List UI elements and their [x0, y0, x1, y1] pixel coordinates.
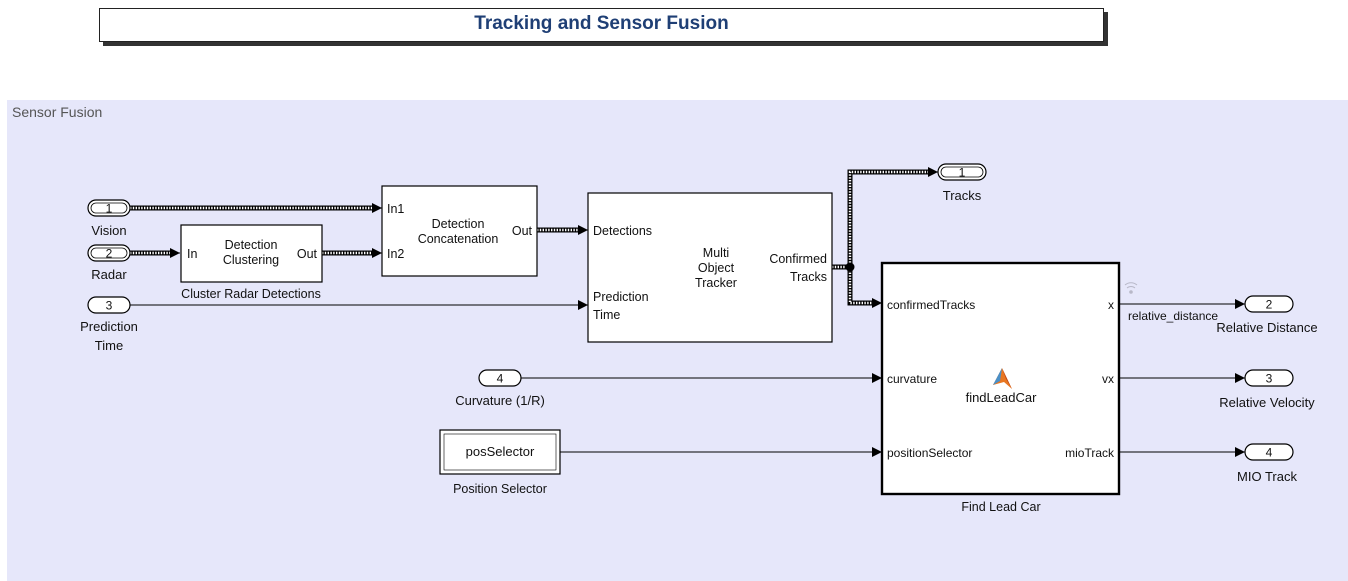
port-label: x — [1108, 298, 1114, 312]
port-label: Confirmed — [769, 252, 827, 266]
inport-label: Radar — [91, 267, 127, 282]
port-label: In — [187, 247, 197, 261]
block-name: Multi — [703, 246, 729, 260]
block-caption: Position Selector — [453, 482, 547, 496]
outport-relative-velocity[interactable]: 3 Relative Velocity — [1219, 369, 1315, 410]
inport-number: 2 — [106, 247, 113, 261]
inport-prediction-time[interactable]: 3 Prediction Time — [80, 296, 138, 353]
outport-relative-distance[interactable]: 2 Relative Distance — [1216, 295, 1318, 335]
multi-object-tracker-block[interactable]: Detections Prediction Time Confirmed Tra… — [587, 192, 833, 343]
port-label: vx — [1102, 372, 1114, 386]
port-label: Out — [512, 224, 533, 238]
diagram-title: Tracking and Sensor Fusion — [474, 13, 729, 34]
port-label: Time — [593, 308, 620, 322]
inport-radar[interactable]: 2 Radar — [87, 244, 131, 282]
detection-clustering-block[interactable]: In Out Detection Clustering Cluster Rada… — [180, 224, 323, 301]
port-label: Out — [297, 247, 318, 261]
port-label: Tracks — [790, 270, 827, 284]
block-caption: Find Lead Car — [961, 500, 1040, 514]
confirmed-tracks-bus-line[interactable] — [832, 167, 938, 308]
block-name: Detection — [432, 217, 485, 231]
outport-number: 2 — [1266, 298, 1273, 312]
outport-tracks[interactable]: 1 Tracks — [937, 163, 987, 203]
block-name: Detection — [225, 238, 278, 252]
signal-lines — [130, 167, 1245, 457]
outport-mio-track[interactable]: 4 MIO Track — [1237, 443, 1297, 484]
inport-number: 3 — [106, 299, 113, 313]
outport-label: Relative Velocity — [1219, 395, 1315, 410]
matlab-logo-icon — [993, 368, 1012, 389]
port-label: Prediction — [593, 290, 649, 304]
block-caption: Cluster Radar Detections — [181, 287, 321, 301]
block-name: Clustering — [223, 253, 279, 267]
block-name: Object — [698, 261, 735, 275]
function-name: findLeadCar — [966, 390, 1037, 405]
find-lead-car-block[interactable]: confirmedTracks curvature positionSelect… — [880, 261, 1121, 514]
port-label: positionSelector — [887, 446, 972, 460]
outport-number: 4 — [1266, 446, 1273, 460]
port-label: Detections — [593, 224, 652, 238]
inport-curvature[interactable]: 4 Curvature (1/R) — [455, 369, 545, 408]
port-label: confirmedTracks — [887, 298, 975, 312]
port-label: mioTrack — [1065, 446, 1115, 460]
outport-number: 1 — [959, 166, 966, 180]
area-label: Sensor Fusion — [12, 104, 103, 120]
inport-vision[interactable]: 1 Vision — [87, 199, 131, 238]
branch-junction — [845, 262, 855, 272]
port-label: curvature — [887, 372, 937, 386]
inport-label: Vision — [91, 223, 126, 238]
inport-label: Curvature (1/R) — [455, 393, 545, 408]
port-label: In1 — [387, 202, 404, 216]
block-name: Tracker — [695, 276, 737, 290]
detection-concatenation-block[interactable]: In1 In2 Out Detection Concatenation — [381, 185, 538, 277]
port-label: In2 — [387, 247, 404, 261]
inport-number: 1 — [106, 202, 113, 216]
block-name: Concatenation — [418, 232, 499, 246]
outport-label: Relative Distance — [1216, 320, 1317, 335]
block-name: posSelector — [466, 444, 535, 459]
inport-label: Time — [95, 338, 123, 353]
outport-number: 3 — [1266, 372, 1273, 386]
inport-number: 4 — [497, 372, 504, 386]
outport-label: Tracks — [943, 188, 982, 203]
position-selector-block[interactable]: posSelector Position Selector — [439, 429, 561, 496]
inport-label: Prediction — [80, 319, 138, 334]
diagram-title-banner: Tracking and Sensor Fusion — [99, 8, 1104, 42]
outport-label: MIO Track — [1237, 469, 1297, 484]
signal-name-relative-distance: relative_distance — [1128, 309, 1218, 323]
wireless-signal-icon — [1124, 282, 1138, 294]
